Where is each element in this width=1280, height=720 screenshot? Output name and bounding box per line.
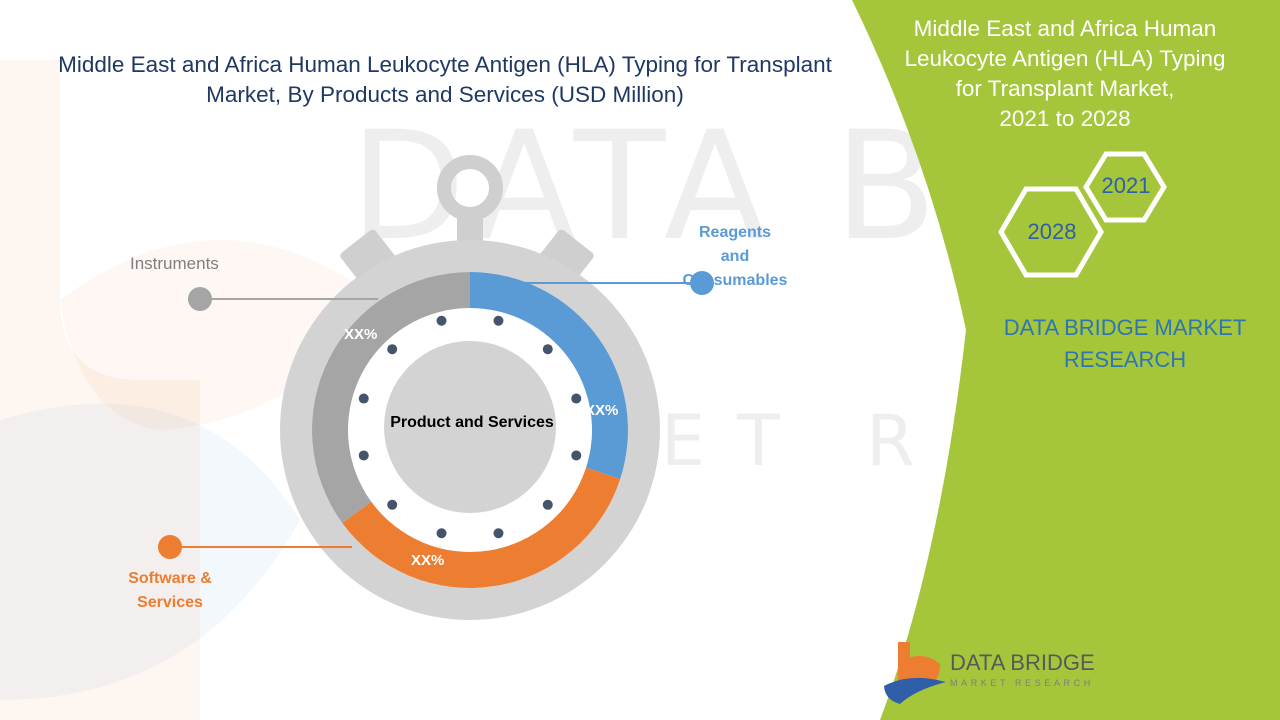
logo-swoosh (884, 677, 946, 704)
logo-subtitle: MARKET RESEARCH (950, 678, 1094, 688)
hexagon-2021 (1083, 151, 1167, 223)
donut-segment-instruments (312, 272, 470, 523)
side-title-line-1: Middle East and Africa Human (913, 16, 1217, 41)
brand-text: DATA BRIDGE MARKET RESEARCH (985, 312, 1265, 376)
dial-dot (387, 344, 398, 355)
dial-dot (387, 499, 398, 510)
donut-segment-software-services (342, 467, 621, 588)
brand-line-2: RESEARCH (1063, 347, 1187, 372)
software-label: Software & Services (100, 567, 240, 615)
dial-dot (436, 528, 447, 539)
dial-dot (571, 450, 582, 461)
dial-dot (358, 450, 369, 461)
software-marker (158, 535, 182, 559)
instruments-label: Instruments (130, 254, 219, 273)
dial-dots (358, 315, 582, 539)
side-panel-title: Middle East and Africa Human Leukocyte A… (880, 14, 1250, 134)
donut-segments (312, 272, 628, 588)
dial-dot (542, 344, 553, 355)
reagents-percent-label: XX% (585, 402, 619, 419)
side-title-line-4: 2021 to 2028 (999, 106, 1131, 131)
chart-title: Middle East and Africa Human Leukocyte A… (58, 52, 832, 107)
software-percent-label: XX% (411, 552, 445, 569)
dial-dot (436, 315, 447, 326)
side-title-line-2: Leukocyte Antigen (HLA) Typing (904, 46, 1226, 71)
dial-dot (542, 499, 553, 510)
year-start-label: 2021 (1101, 173, 1151, 198)
instruments-percent-label: XX% (344, 326, 378, 343)
donut-center-label: Product and Services (390, 414, 554, 431)
software-label-line-2: Services (137, 594, 203, 611)
dial-dot (358, 393, 369, 404)
donut-segment-reagents-and-consumables (470, 272, 628, 479)
hexagon-2028 (998, 186, 1104, 278)
year-end-label: 2028 (1027, 219, 1077, 244)
dial-dot (571, 393, 582, 404)
brand-line-1: DATA BRIDGE MARKET (1003, 315, 1247, 340)
dial-dot (493, 315, 504, 326)
reagents-label-line-1: Reagents (698, 224, 772, 241)
logo-title: DATA BRIDGE (950, 650, 1095, 675)
instruments-marker (188, 287, 212, 311)
center-hub (384, 341, 556, 513)
side-title-line-3: for Transplant Market, (955, 76, 1175, 101)
software-label-line-1: Software & (128, 570, 212, 587)
reagents-label-line-2: and (720, 248, 750, 265)
dial-dot (493, 528, 504, 539)
